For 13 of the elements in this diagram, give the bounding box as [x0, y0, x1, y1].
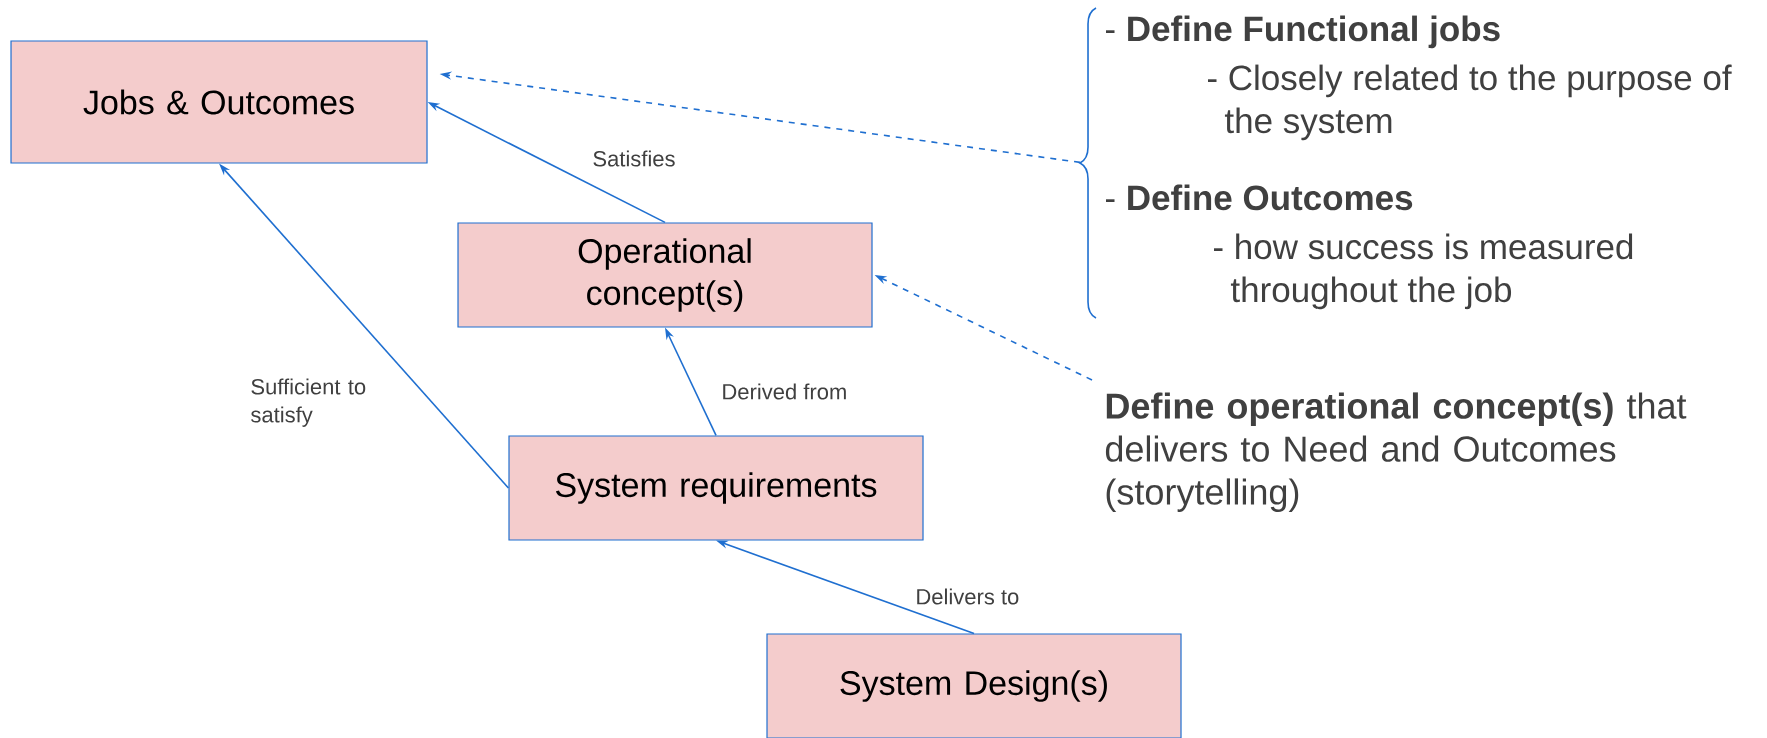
edge-label: Satisfies	[593, 150, 675, 167]
edge-label: Derived from	[723, 383, 846, 400]
edge-label: Sufficient to satisfy	[251, 378, 366, 427]
process-box: System requirements	[508, 435, 924, 541]
description: - how success is measured throughout the job	[1214, 233, 1633, 310]
process-box: System Design(s)	[766, 633, 1182, 738]
process-box: Operational concept(s)	[457, 222, 873, 328]
edge-label: Delivers to	[917, 588, 1019, 605]
note: Define operational concept(s) that delivers to Need and Outcomes (storytelling)	[1105, 392, 1687, 512]
heading: - Define Functional jobs	[1106, 15, 1500, 49]
description: - Closely related to the purpose of the system	[1208, 64, 1732, 141]
heading: - Define Outcomes	[1106, 184, 1413, 211]
process-box: Jobs & Outcomes	[10, 40, 428, 164]
